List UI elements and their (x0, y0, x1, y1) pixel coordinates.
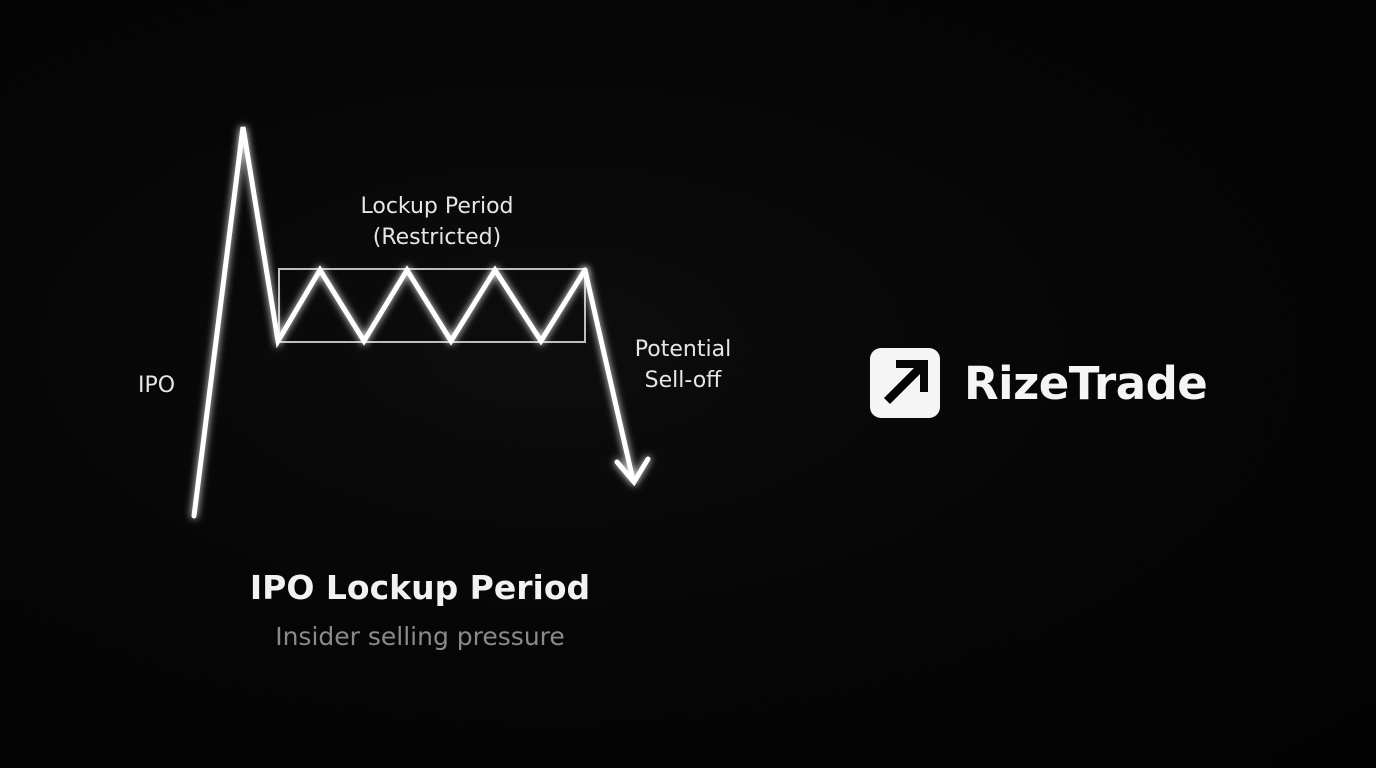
selloff-arrow (582, 267, 651, 487)
arrow-up-right-square-icon (870, 348, 940, 418)
ipo-label: IPO (138, 373, 176, 398)
lockup-period-label-line2: (Restricted) (372, 225, 502, 250)
diagram-subtitle: Insider selling pressure (275, 622, 565, 651)
sell-off-label-line1: Potential (634, 337, 732, 362)
sell-off-label-line2: Sell-off (644, 368, 722, 393)
lockup-range-box (278, 268, 586, 343)
brand-lockup: RizeTrade (870, 348, 1208, 418)
diagram-title: IPO Lockup Period (249, 568, 591, 607)
price-line (191, 126, 588, 519)
lockup-period-label-line1: Lockup Period (360, 194, 514, 219)
sell-off-label: Potential Sell-off (612, 334, 754, 396)
lockup-period-label: Lockup Period (Restricted) (300, 191, 574, 253)
brand-name: RizeTrade (964, 356, 1208, 410)
